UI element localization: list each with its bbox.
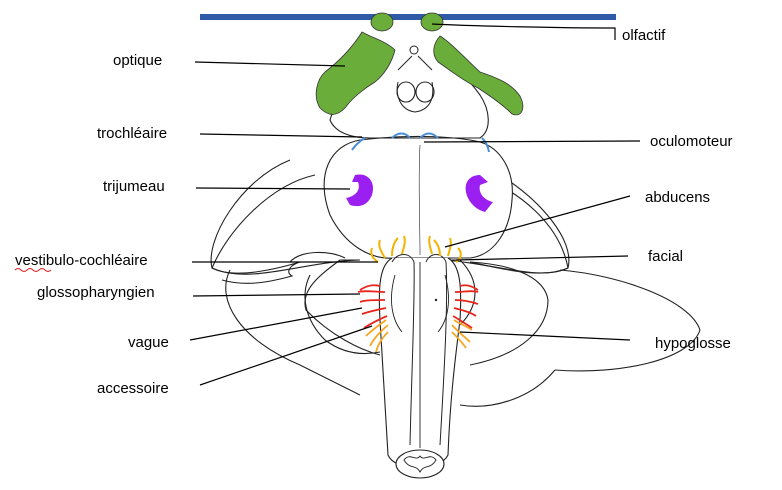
leader-olfactif <box>431 23 616 40</box>
label-vague: vague <box>128 334 169 351</box>
leader-oculomoteur <box>423 140 641 143</box>
trochlear-nerve-right <box>481 137 490 153</box>
leader-lines <box>189 23 641 386</box>
chiasm-stalk <box>397 55 433 71</box>
olfactory-bulb-right <box>420 12 444 32</box>
label-oculomoteur: oculomoteur <box>650 133 733 150</box>
optic-tract-right <box>433 35 524 116</box>
infundibulum <box>396 81 434 113</box>
glossopharyngeal-roots-left <box>357 284 388 329</box>
cerebellum-flocculus-right <box>469 261 549 366</box>
leader-vague <box>189 307 363 341</box>
spinal-cord-section <box>395 449 445 479</box>
trigeminal-nerve-right <box>465 175 493 212</box>
cerebellum-right-lower <box>459 369 556 407</box>
label-glossopharyngien: glossopharyngien <box>37 284 155 301</box>
oculomotor-nerve-left <box>391 132 411 139</box>
pons-outline <box>323 135 513 259</box>
hypophysis <box>409 45 419 55</box>
cerebellum-right-lobe <box>469 174 701 372</box>
spinal-cord-grey-matter <box>403 455 437 474</box>
leader-accessoire <box>199 325 373 386</box>
leader-hypoglosse <box>459 331 631 341</box>
label-facial: facial <box>648 248 683 265</box>
top-bar <box>200 14 616 20</box>
olive-left <box>391 274 403 333</box>
leader-optique <box>194 61 346 67</box>
cerebellum-left-lower <box>225 269 361 396</box>
hypoglossal-roots-right <box>451 319 473 349</box>
leader-abducens <box>444 195 631 248</box>
label-accessoire: accessoire <box>97 380 169 397</box>
pons-midline <box>418 144 421 256</box>
trochlear-nerve-left <box>351 137 366 151</box>
pyramid-left <box>391 254 415 446</box>
leader-trijumeau <box>195 187 351 190</box>
label-vestibulo-cochleaire: vestibulo-cochléaire <box>15 252 148 269</box>
trigeminal-nerve-left <box>346 174 374 207</box>
label-trijumeau: trijumeau <box>103 178 165 195</box>
center-dot <box>434 298 438 302</box>
leader-glosso <box>192 293 361 297</box>
label-abducens: abducens <box>645 189 710 206</box>
mammillary-body-right <box>415 81 435 103</box>
label-optique: optique <box>113 52 162 69</box>
label-trochleaire: trochléaire <box>97 125 167 142</box>
leader-facial <box>455 255 629 261</box>
olive-right <box>437 274 449 333</box>
cerebellum-flocculus-left <box>304 274 381 355</box>
facial-nerve-roots-right <box>428 235 462 263</box>
olfactory-bulb-left <box>370 12 394 32</box>
oculomotor-nerve-right <box>419 132 439 139</box>
label-hypoglosse: hypoglosse <box>655 335 731 352</box>
optic-tract-left <box>315 31 396 115</box>
mammillary-body-left <box>396 81 416 103</box>
cerebellum-left-lobe <box>210 159 346 284</box>
hypoglossal-roots-left <box>365 319 389 353</box>
spellcheck-squiggle <box>14 268 52 272</box>
glossopharyngeal-roots-right <box>452 284 479 329</box>
leader-trochleaire <box>199 133 363 138</box>
label-olfactif: olfactif <box>622 27 666 44</box>
facial-nerve-roots-left <box>370 235 406 263</box>
